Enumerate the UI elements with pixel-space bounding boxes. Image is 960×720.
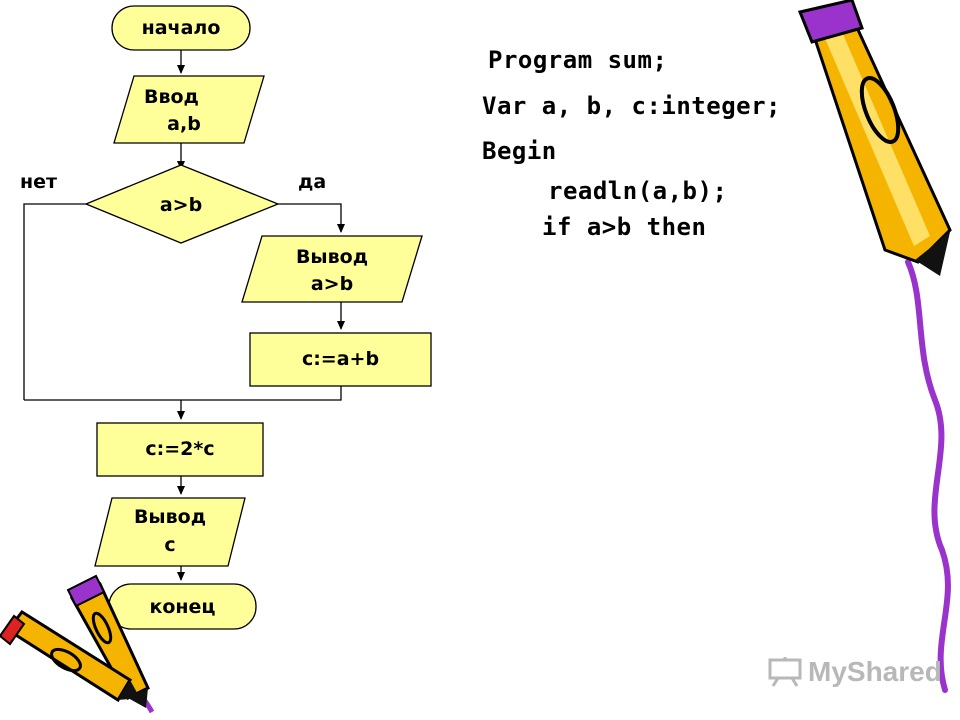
output-c-label-line2: c bbox=[164, 534, 176, 556]
code-line-program: Program sum; bbox=[488, 46, 668, 74]
flow-connectors bbox=[23, 50, 345, 581]
arrow-yes-branch bbox=[278, 203, 345, 233]
condition-label: a>b bbox=[159, 194, 203, 216]
code-line-begin: Begin bbox=[482, 137, 557, 165]
assign-sum-label: c:=a+b bbox=[301, 348, 380, 370]
start-label: начало bbox=[141, 17, 221, 39]
assign-double-process bbox=[96, 422, 264, 477]
assign-sum-process bbox=[249, 332, 432, 387]
line-sum-to-merge bbox=[24, 386, 342, 401]
assign-double-label: c:=2*c bbox=[145, 438, 215, 460]
input-parallelogram bbox=[113, 75, 265, 144]
condition-diamond bbox=[84, 164, 280, 244]
line-no-branch bbox=[23, 203, 86, 400]
watermark-text: MyShared bbox=[808, 656, 942, 687]
output-ab-label-line2: a>b bbox=[310, 273, 354, 295]
yes-branch-label: да bbox=[298, 171, 327, 193]
code-line-if: if a>b then bbox=[542, 213, 707, 241]
output-c-label-line1: Вывод bbox=[133, 506, 207, 528]
end-label: конец bbox=[149, 596, 216, 618]
presentation-board-icon bbox=[768, 657, 802, 687]
code-line-var: Var a, b, c:integer; bbox=[482, 92, 781, 120]
output-ab-parallelogram bbox=[241, 235, 423, 303]
start-terminal bbox=[111, 5, 251, 51]
output-ab-label-line1: Вывод bbox=[295, 246, 369, 268]
pencils-bottom-left-illustration bbox=[0, 574, 155, 714]
code-line-readln: readln(a,b); bbox=[548, 177, 728, 205]
watermark: MyShared bbox=[768, 656, 942, 688]
input-label-line2: a,b bbox=[167, 113, 201, 135]
no-branch-label: нет bbox=[20, 171, 58, 193]
input-label-line1: Ввод bbox=[144, 86, 199, 108]
output-c-parallelogram bbox=[94, 497, 246, 567]
pencil-right-illustration bbox=[797, 0, 952, 693]
